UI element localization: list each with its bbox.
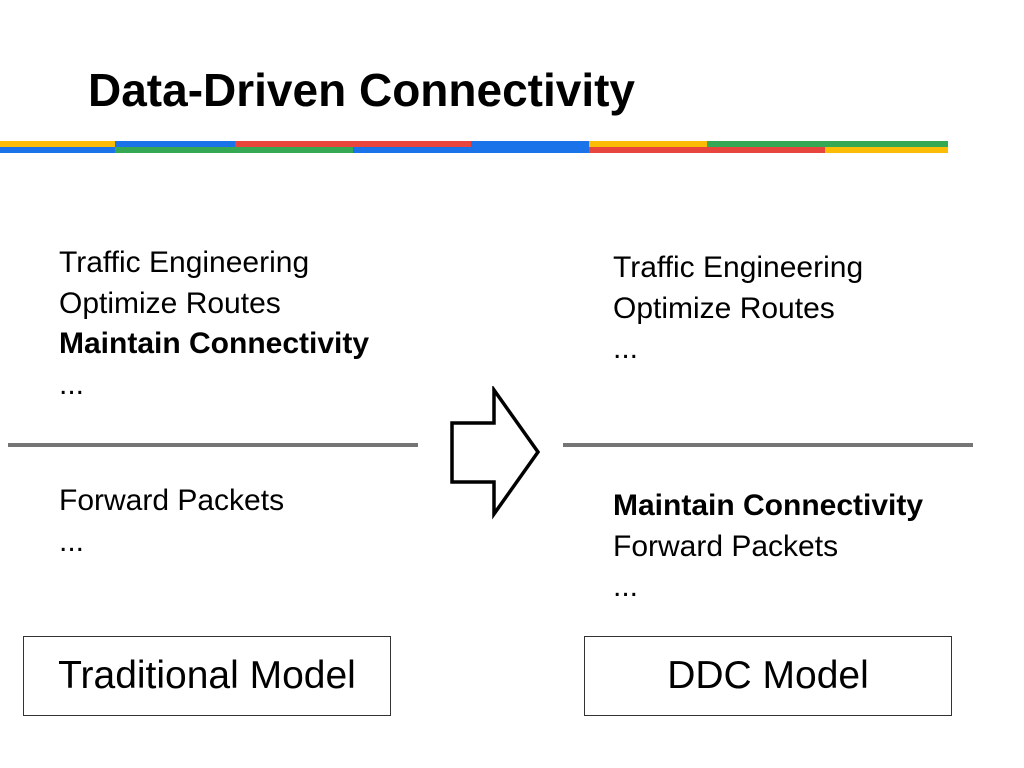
- color-stripe: [0, 141, 948, 153]
- stripe-segment: [589, 141, 707, 147]
- traditional-upper-item: Optimize Routes: [59, 286, 281, 320]
- stripe-segment: [115, 141, 235, 147]
- traditional-upper-item: Maintain Connectivity: [59, 327, 370, 360]
- traditional-lower-layer: Forward Packets ...: [59, 481, 284, 562]
- stripe-segment: [589, 147, 707, 153]
- stripe-segment: [471, 141, 589, 147]
- traditional-lower-item: ...: [59, 524, 85, 558]
- stripe-segment: [353, 147, 471, 153]
- ddc-lower-item: Maintain Connectivity: [613, 489, 924, 522]
- ddc-lower-item: Forward Packets: [613, 529, 839, 563]
- slide-title: Data-Driven Connectivity: [88, 64, 636, 116]
- traditional-model-label: Traditional Model: [23, 636, 391, 716]
- traditional-layer-divider: [8, 443, 418, 447]
- traditional-lower-item: Forward Packets: [59, 484, 285, 517]
- ddc-lower-item: ...: [613, 570, 639, 603]
- ddc-model-label: DDC Model: [584, 636, 952, 716]
- stripe-segment: [471, 147, 589, 153]
- traditional-upper-item: Traffic Engineering: [59, 246, 310, 279]
- color-stripe-bottom: [0, 147, 948, 153]
- traditional-upper-layer: Traffic Engineering Optimize Routes Main…: [59, 243, 369, 405]
- stripe-segment: [0, 141, 115, 147]
- stripe-segment: [825, 141, 948, 147]
- stripe-segment: [235, 141, 353, 147]
- traditional-upper-item: ...: [59, 367, 85, 401]
- stripe-segment: [707, 141, 825, 147]
- right-arrow-icon: [450, 386, 541, 520]
- stripe-segment: [115, 147, 235, 153]
- ddc-upper-layer: Traffic Engineering Optimize Routes ...: [613, 248, 863, 370]
- stripe-segment: [235, 147, 353, 153]
- stripe-segment: [0, 147, 115, 153]
- stripe-segment: [353, 141, 471, 147]
- ddc-layer-divider: [563, 443, 973, 447]
- color-stripe-top: [0, 141, 948, 147]
- stripe-segment: [707, 147, 825, 153]
- ddc-upper-item: Traffic Engineering: [613, 251, 864, 284]
- ddc-lower-layer: Maintain Connectivity Forward Packets ..…: [613, 486, 923, 608]
- stripe-segment: [825, 147, 948, 153]
- ddc-upper-item: Optimize Routes: [613, 291, 835, 325]
- ddc-upper-item: ...: [613, 332, 639, 365]
